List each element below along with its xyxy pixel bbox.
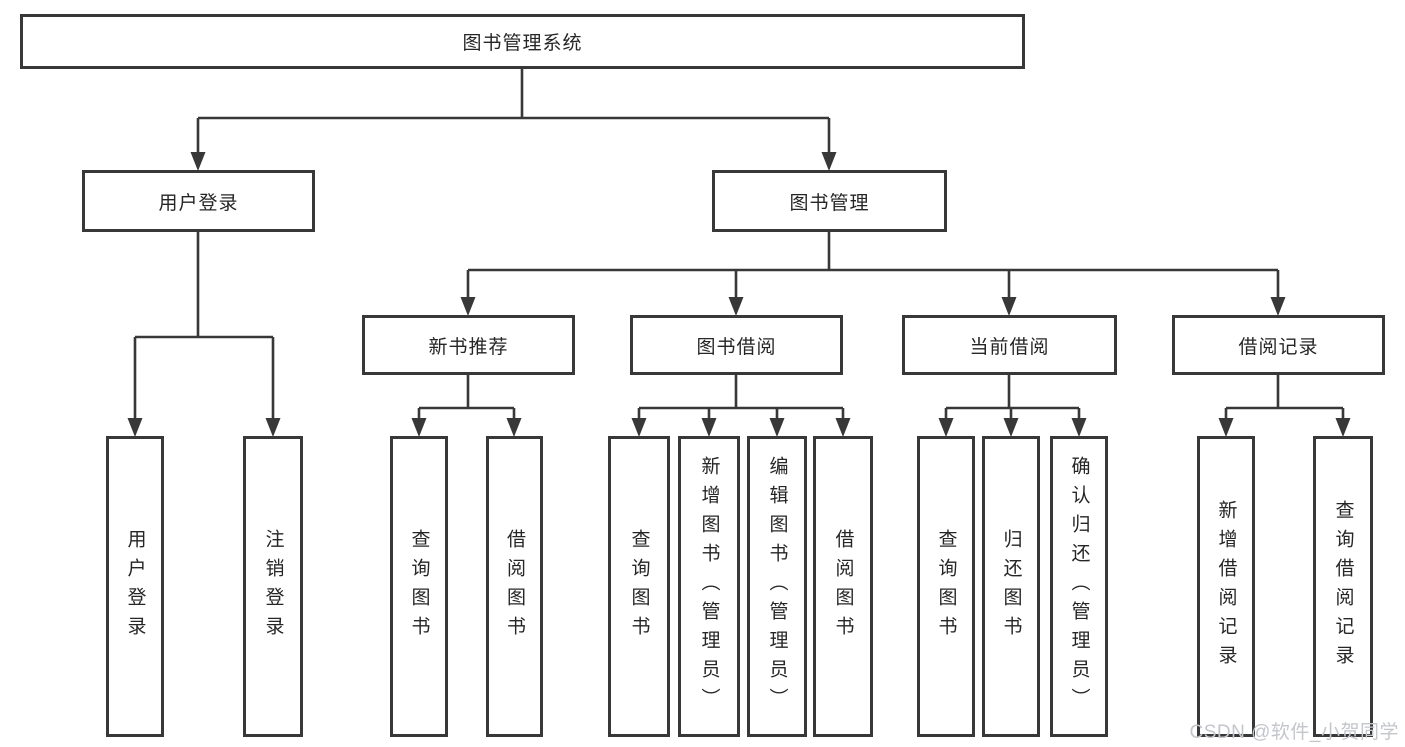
leaf-borrow-books-borrowing: 借阅图书: [813, 436, 873, 737]
leaf-logout-login-label: 注销登录: [262, 528, 284, 645]
arrow-down-icon: [701, 418, 717, 437]
arrow-down-icon: [821, 152, 837, 171]
node-library-system: 图书管理系统: [20, 14, 1025, 69]
leaf-query-borrow-record: 查询借阅记录: [1313, 436, 1373, 737]
leaf-logout-login: 注销登录: [243, 436, 303, 737]
arrow-down-icon: [631, 418, 647, 437]
node-user-login: 用户登录: [82, 170, 315, 232]
node-book-borrowing: 图书借阅: [630, 315, 843, 375]
leaf-borrow-books-borrowing-label: 借阅图书: [832, 528, 854, 645]
arrow-down-icon: [1001, 297, 1017, 316]
leaf-confirm-return-admin: 确认归还（管理员）: [1050, 436, 1108, 737]
arrow-down-icon: [1003, 418, 1019, 437]
leaf-query-books-borrowing-label: 查询图书: [628, 528, 650, 645]
node-user-login-label: 用户登录: [158, 192, 239, 214]
leaf-add-books-admin-label: 新增图书（管理员）: [698, 456, 720, 717]
arrow-down-icon: [938, 418, 954, 437]
node-book-borrowing-label: 图书借阅: [696, 336, 777, 358]
watermark-text: CSDN @软件_小贺同学: [1189, 722, 1399, 743]
leaf-query-books-current: 查询图书: [917, 436, 975, 737]
arrow-down-icon: [1335, 418, 1351, 437]
arrowhead-icons: [127, 152, 1351, 437]
arrow-down-icon: [190, 152, 206, 171]
arrow-down-icon: [728, 297, 744, 316]
arrow-down-icon: [835, 418, 851, 437]
leaf-return-books-label: 归还图书: [1000, 528, 1022, 645]
arrow-down-icon: [265, 418, 281, 437]
node-current-borrowing: 当前借阅: [902, 315, 1117, 375]
node-current-borrowing-label: 当前借阅: [969, 336, 1050, 358]
arrow-down-icon: [769, 418, 785, 437]
leaf-user-login-label: 用户登录: [124, 528, 146, 645]
leaf-query-books-current-label: 查询图书: [935, 528, 957, 645]
arrow-down-icon: [411, 418, 427, 437]
node-borrowing-records: 借阅记录: [1172, 315, 1385, 375]
arrow-down-icon: [1071, 418, 1087, 437]
arrow-down-icon: [1270, 297, 1286, 316]
node-book-management: 图书管理: [712, 170, 947, 232]
leaf-add-borrow-record: 新增借阅记录: [1197, 436, 1255, 737]
leaf-borrow-books-recommend: 借阅图书: [486, 436, 543, 737]
node-borrowing-records-label: 借阅记录: [1238, 336, 1319, 358]
node-new-book-recommendation-label: 新书推荐: [428, 336, 509, 358]
leaf-edit-books-admin: 编辑图书（管理员）: [747, 436, 807, 737]
arrow-down-icon: [1218, 418, 1234, 437]
leaf-confirm-return-admin-label: 确认归还（管理员）: [1068, 456, 1090, 717]
leaf-user-login: 用户登录: [106, 436, 164, 737]
arrow-down-icon: [506, 418, 522, 437]
arrow-down-icon: [460, 297, 476, 316]
arrow-down-icon: [127, 418, 143, 437]
node-new-book-recommendation: 新书推荐: [362, 315, 575, 375]
node-library-system-label: 图书管理系统: [462, 33, 583, 54]
leaf-query-books-borrowing: 查询图书: [608, 436, 670, 737]
leaf-edit-books-admin-label: 编辑图书（管理员）: [766, 456, 788, 717]
connector-paths: [133, 69, 1345, 420]
leaf-query-borrow-record-label: 查询借阅记录: [1332, 499, 1354, 674]
leaf-add-borrow-record-label: 新增借阅记录: [1215, 499, 1237, 674]
leaf-query-books-recommend: 查询图书: [390, 436, 448, 737]
leaf-add-books-admin: 新增图书（管理员）: [678, 436, 740, 737]
leaf-return-books: 归还图书: [982, 436, 1040, 737]
leaf-query-books-recommend-label: 查询图书: [408, 528, 430, 645]
node-book-management-label: 图书管理: [789, 192, 870, 214]
leaf-borrow-books-recommend-label: 借阅图书: [504, 528, 525, 645]
